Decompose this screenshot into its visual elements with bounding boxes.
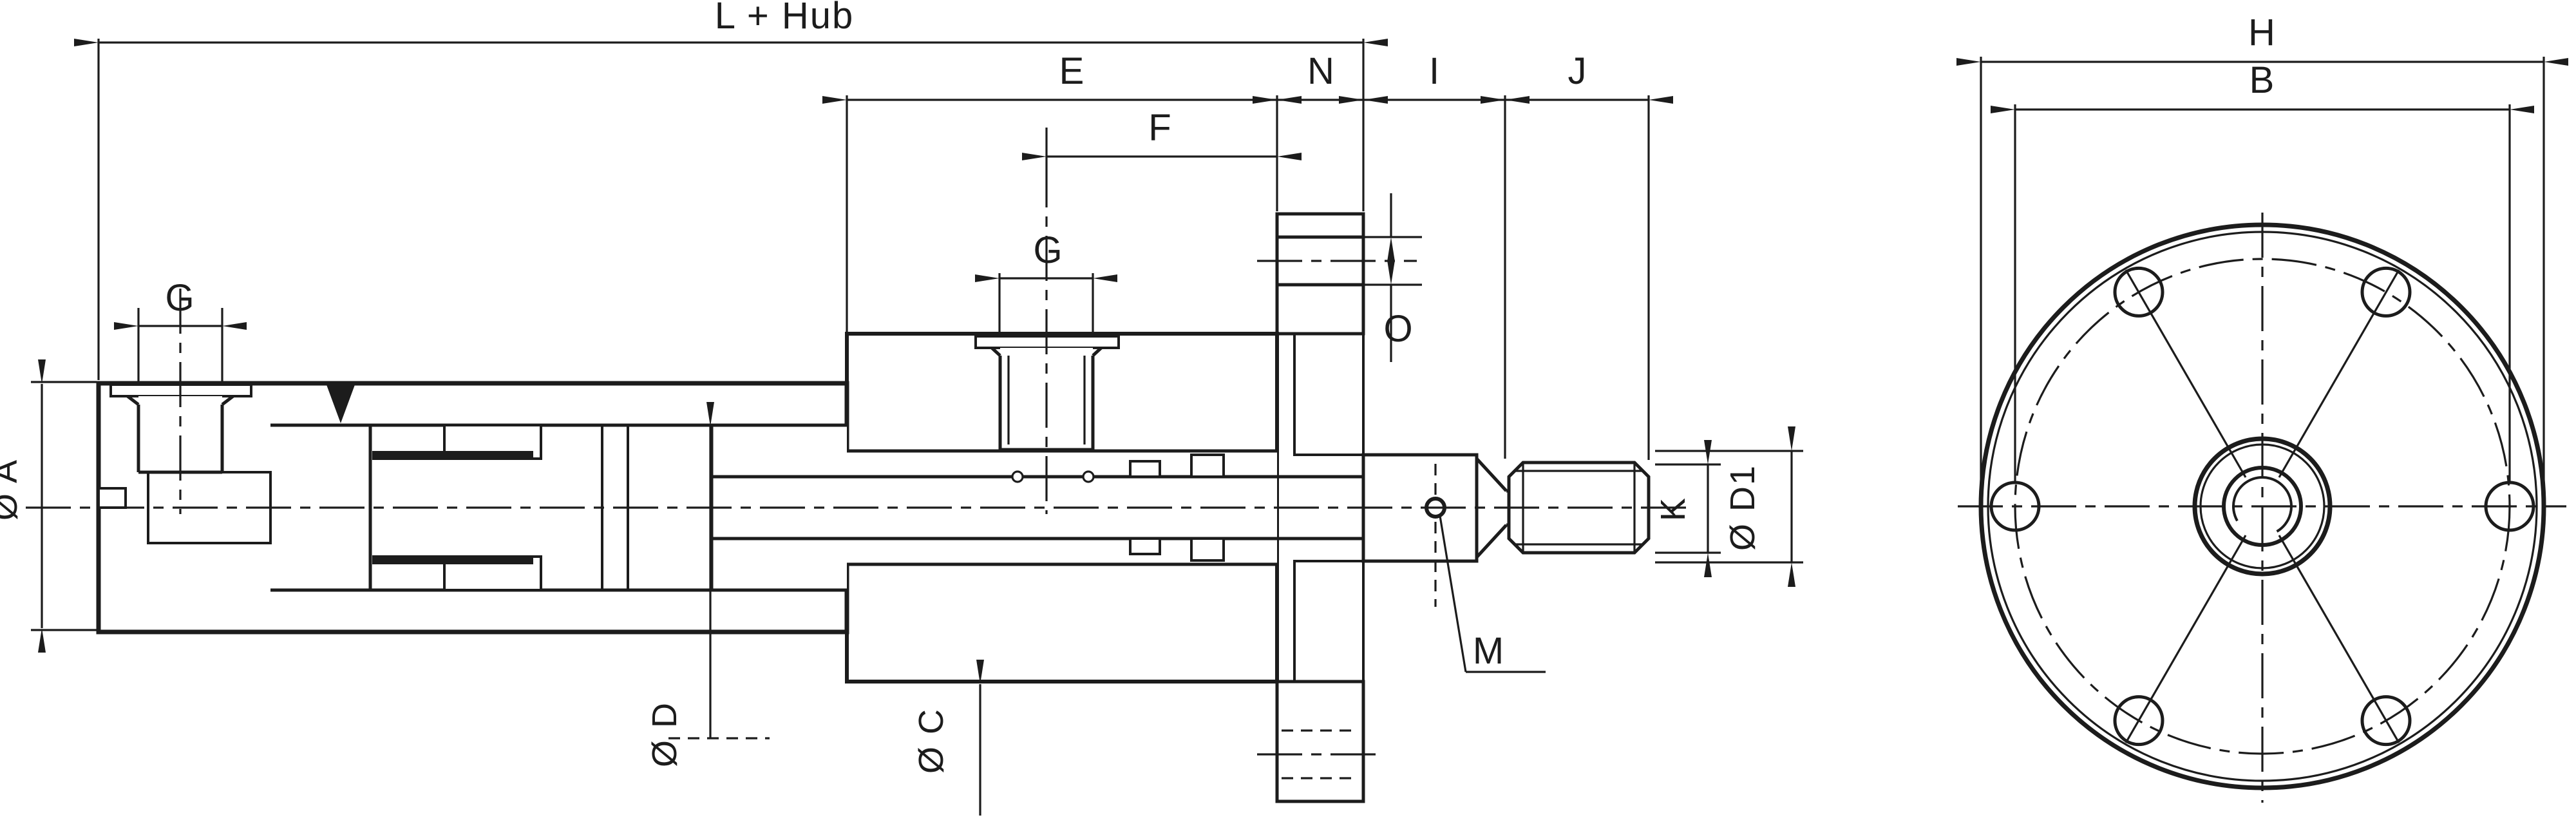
leader-line [1439, 515, 1467, 673]
dim-n: N [1253, 50, 1388, 104]
bolt-circle [2014, 258, 2511, 755]
dim-g-mid: G [975, 229, 1117, 282]
rod-guide-rings [1011, 454, 1225, 562]
cap-face-notch [97, 487, 127, 509]
piston-seal-band-bottom [372, 555, 533, 564]
rod-hub [2192, 436, 2333, 577]
dim-e: E [822, 50, 1302, 104]
hub-inner-edge [2199, 443, 2325, 569]
dim-label-g-mid: G [1033, 229, 1063, 271]
dim-label-e: E [1059, 50, 1086, 92]
dim-label-b: B [2249, 59, 2276, 101]
bolt-hole [2113, 266, 2164, 318]
dim-label-dia-a: Ø A [0, 459, 24, 521]
dim-label-l-hub: L + Hub [715, 0, 855, 37]
bolt-hole [2113, 695, 2164, 747]
flange-outer-inner-edge [1987, 231, 2538, 782]
dim-label-f: F [1148, 107, 1172, 149]
dim-label-dia-c: Ø C [912, 708, 951, 774]
dim-label-dia-d: Ø D [645, 702, 684, 767]
dim-o: O [1383, 193, 1414, 362]
side-section-view: M L [0, 0, 1803, 816]
dim-l-hub: L + Hub [74, 0, 1388, 46]
bolt-hole-radials [2125, 269, 2400, 743]
rod-end [1361, 453, 1651, 563]
dim-f: F [1022, 107, 1302, 160]
piston-assembly [368, 423, 714, 592]
bolt-hole [2360, 266, 2412, 318]
bolt-holes [1989, 266, 2535, 747]
dim-label-dia-d1: Ø D1 [1723, 464, 1762, 551]
wiper-seal-section [325, 381, 356, 423]
dim-label-k: K [1654, 497, 1692, 521]
dim-label-i: I [1429, 50, 1441, 92]
hub-outer-circle [2192, 436, 2333, 577]
dim-j: J [1481, 50, 1673, 104]
dim-label-j: J [1568, 50, 1588, 92]
dim-h: H [1956, 12, 2568, 510]
piston-seal-band-top [372, 451, 533, 460]
dim-label-m: M [1473, 630, 1505, 672]
dim-g-left: G [114, 277, 247, 330]
front-flange-view: H B [1956, 12, 2568, 803]
dim-i: I [1339, 50, 1530, 104]
dim-k: K [1654, 440, 1712, 577]
rod-bore-circle [2222, 466, 2303, 547]
dim-dia-a: Ø A [0, 359, 46, 653]
thread-arc [2232, 476, 2293, 533]
dim-label-g-left: G [165, 277, 195, 319]
bolt-hole [2360, 695, 2412, 747]
dim-dia-c: Ø C [912, 660, 984, 816]
dim-label-n: N [1307, 50, 1336, 92]
dim-label-o: O [1383, 308, 1414, 350]
dim-dia-d1: Ø D1 [1723, 426, 1795, 587]
flange-lower-tab [1275, 680, 1365, 803]
dim-b: B [1991, 59, 2534, 483]
dim-dia-d: Ø D [645, 402, 770, 767]
mounting-flange-section [1257, 212, 1417, 803]
dim-label-h: H [2248, 12, 2277, 53]
